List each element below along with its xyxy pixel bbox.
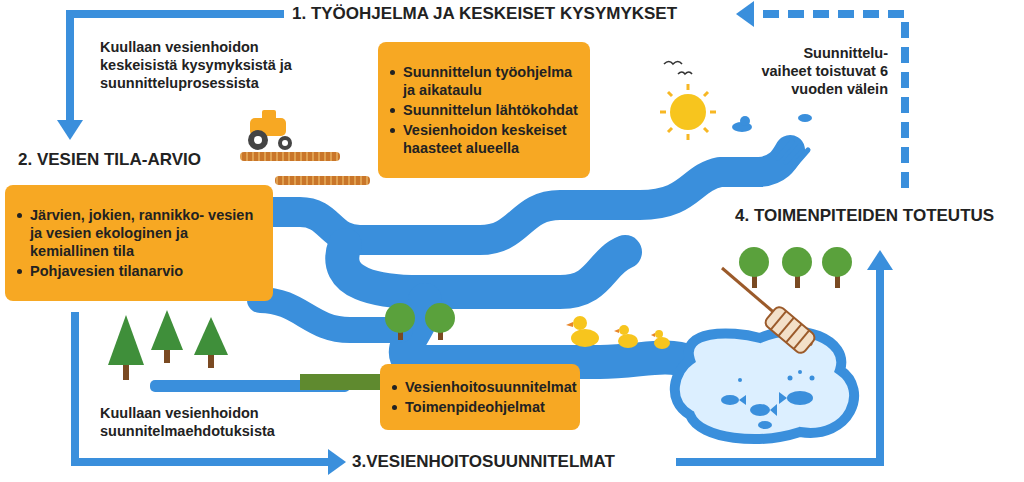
note-text: Kuullaan vesienhoidon suunnitelmaehdotuk… <box>100 404 310 440</box>
field <box>240 152 340 161</box>
fish-trap <box>722 268 817 355</box>
bullet-dot <box>390 70 395 75</box>
bullet-text: Toimenpideohjelmat <box>405 398 545 416</box>
note-text: Suunnittelu- vaiheet toistuvat 6 vuoden … <box>750 44 888 98</box>
bullet-item: Vesienhoidon keskeiset haasteet alueella <box>390 121 578 157</box>
ducks <box>566 316 670 349</box>
bullet-text: Suunnittelun lähtökohdat <box>403 101 578 119</box>
bullet-item: Pohjavesien tilanarvio <box>17 262 261 280</box>
field <box>275 176 370 185</box>
process-box: VesienhoitosuunnitelmatToimenpideohjelma… <box>380 364 580 430</box>
bullet-text: Suunnittelun työohjelma ja aikataulu <box>403 63 578 99</box>
bullet-item: Järvien, jokien, rannikko- vesien ja ves… <box>17 206 261 260</box>
bullet-dot <box>390 128 395 133</box>
bullet-dot <box>390 108 395 113</box>
birds <box>664 62 692 75</box>
bullet-item: Toimenpideohjelmat <box>392 398 568 416</box>
bullet-dot <box>17 269 22 274</box>
process-box: Suunnittelun työohjelma ja aikatauluSuun… <box>378 42 590 178</box>
bullet-dot <box>392 385 397 390</box>
bullet-text: Järvien, jokien, rannikko- vesien ja ves… <box>30 206 261 260</box>
sun <box>660 84 716 140</box>
bullet-item: Suunnittelun työohjelma ja aikataulu <box>390 63 578 99</box>
clouds <box>732 114 812 132</box>
bullet-text: Pohjavesien tilanarvio <box>30 262 183 280</box>
tractor <box>248 110 292 150</box>
bullet-item: Vesienhoitosuunnitelmat <box>392 378 568 396</box>
stage-heading: 3.VESIENHOITOSUUNNITELMAT <box>349 452 618 472</box>
bank <box>300 374 380 390</box>
outlet-stripes <box>778 142 808 166</box>
river <box>220 150 790 362</box>
stage-heading: 2. VESIEN TILA-ARVIO <box>15 150 204 170</box>
note-text: Kuullaan vesienhoidon keskeisistä kysymy… <box>100 38 310 92</box>
bullet-text: Vesienhoidon keskeiset haasteet alueella <box>403 121 578 157</box>
stage-heading: 1. TYÖOHJELMA JA KESKEISET KYSYMYKSET <box>289 4 680 24</box>
bullet-item: Suunnittelun lähtökohdat <box>390 101 578 119</box>
bullet-text: Vesienhoitosuunnitelmat <box>405 378 577 396</box>
process-box: Järvien, jokien, rannikko- vesien ja ves… <box>5 185 273 301</box>
round-trees <box>385 247 852 340</box>
bullet-dot <box>392 405 397 410</box>
pine-trees <box>108 310 228 380</box>
stage-heading: 4. TOIMENPITEIDEN TOTEUTUS <box>732 206 997 226</box>
pond <box>675 331 854 439</box>
bullet-dot <box>17 213 22 218</box>
